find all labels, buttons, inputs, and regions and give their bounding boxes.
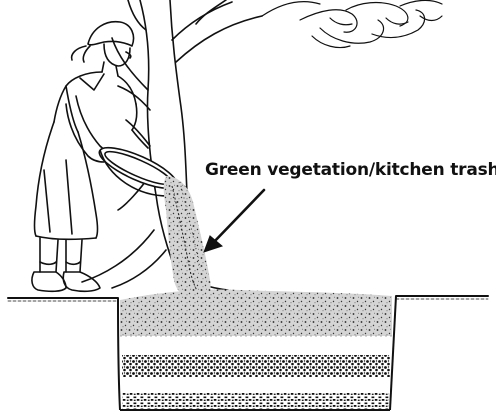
vegetation-layer [120, 289, 392, 336]
soil-layer [121, 377, 390, 393]
foliage [262, 0, 442, 47]
annotation-label: Green vegetation/kitchen trash [205, 160, 496, 180]
soil-gap-layer [121, 337, 391, 355]
manure-layer [122, 355, 390, 377]
arrow [204, 190, 264, 252]
rubble-layer [122, 393, 389, 409]
falling-vegetation [164, 176, 211, 300]
